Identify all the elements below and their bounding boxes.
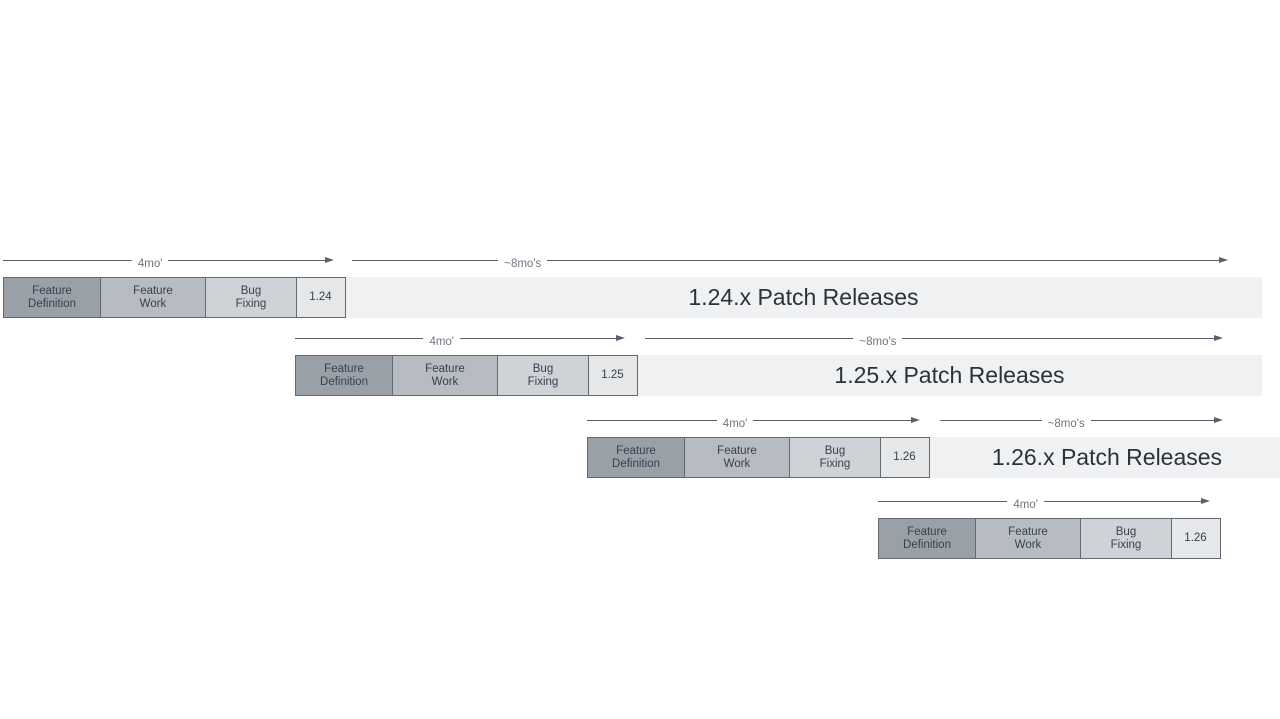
arrowhead-icon [1219, 257, 1228, 263]
phase-label: Feature Definition [28, 284, 76, 310]
phase-box-feature-definition: Feature Definition [878, 518, 976, 559]
arrow-line [168, 259, 326, 261]
arrowhead-icon [1214, 417, 1223, 423]
arrow-line [753, 419, 912, 421]
arrow-line [940, 419, 1042, 421]
arrow-line [587, 419, 717, 421]
patch-releases-label: 1.26.x Patch Releases [991, 444, 1223, 470]
duration-label-4mo: 4mo' [722, 418, 748, 430]
phase-label: Bug Fixing [819, 444, 851, 470]
arrow-line [460, 337, 617, 339]
phase-box-feature-definition: Feature Definition [295, 355, 393, 396]
version-box: 1.24 [295, 277, 346, 318]
arrow-line [1043, 500, 1202, 502]
phase-label: Feature Work [1008, 525, 1048, 551]
phase-label: Bug Fixing [527, 362, 559, 388]
timeline-arrow-8mo: ~8mo's [645, 329, 1223, 348]
timeline-arrow-4mo: 4mo' [878, 492, 1210, 511]
phase-label: Feature Definition [903, 525, 951, 551]
phase-box-feature-definition: Feature Definition [587, 437, 685, 478]
version-label: 1.26 [893, 451, 916, 463]
phase-label: Feature Work [133, 284, 173, 310]
phase-label: Feature Work [717, 444, 757, 470]
arrowhead-icon [1201, 498, 1210, 504]
timeline-arrow-4mo: 4mo' [587, 411, 920, 430]
timeline-arrow-4mo: 4mo' [3, 251, 334, 270]
phase-box-bug-fixing: Bug Fixing [205, 277, 297, 318]
arrow-line [295, 337, 424, 339]
phase-box-feature-work: Feature Work [391, 355, 499, 396]
patch-releases-label: 1.25.x Patch Releases [834, 362, 1065, 388]
phase-box-bug-fixing: Bug Fixing [1080, 518, 1172, 559]
release-phases-strip: Feature Definition Feature Work Bug Fixi… [295, 355, 1262, 396]
arrowhead-icon [1214, 335, 1223, 341]
duration-label-4mo: 4mo' [1013, 499, 1038, 511]
arrow-line [3, 259, 132, 261]
phase-box-feature-work: Feature Work [683, 437, 791, 478]
patch-releases-bar: 1.24.x Patch Releases [345, 277, 1262, 318]
duration-label-4mo: 4mo' [137, 258, 163, 270]
duration-label-8mo: ~8mo's [504, 258, 542, 270]
duration-label-4mo: 4mo' [429, 336, 455, 348]
patch-releases-label: 1.24.x Patch Releases [688, 284, 919, 310]
release-phases-strip: Feature Definition Feature Work Bug Fixi… [587, 437, 1280, 478]
phase-box-feature-work: Feature Work [974, 518, 1082, 559]
phase-label: Bug Fixing [235, 284, 267, 310]
duration-label-8mo: ~8mo's [1047, 418, 1085, 430]
version-label: 1.26 [1184, 532, 1207, 544]
arrowhead-icon [325, 257, 334, 263]
arrow-line [902, 337, 1215, 339]
version-box: 1.26 [879, 437, 930, 478]
phase-box-bug-fixing: Bug Fixing [789, 437, 881, 478]
arrowhead-icon [911, 417, 920, 423]
arrow-line [352, 259, 499, 261]
phase-box-feature-definition: Feature Definition [3, 277, 101, 318]
version-box: 1.26 [1170, 518, 1221, 559]
release-phases-strip: Feature Definition Feature Work Bug Fixi… [878, 518, 1221, 559]
phase-box-feature-work: Feature Work [99, 277, 207, 318]
timeline-arrow-4mo: 4mo' [295, 329, 625, 348]
arrow-line [878, 500, 1008, 502]
patch-releases-bar: 1.26.x Patch Releases [929, 437, 1280, 478]
phase-label: Feature Work [425, 362, 465, 388]
version-box: 1.25 [587, 355, 638, 396]
arrow-line [1090, 419, 1215, 421]
version-label: 1.25 [601, 369, 624, 381]
arrowhead-icon [616, 335, 625, 341]
duration-label-8mo: ~8mo's [859, 336, 897, 348]
arrow-line [645, 337, 854, 339]
phase-label: Feature Definition [612, 444, 660, 470]
timeline-arrow-8mo: ~8mo's [352, 251, 1228, 270]
phase-label: Feature Definition [320, 362, 368, 388]
patch-releases-bar: 1.25.x Patch Releases [637, 355, 1262, 396]
arrow-line [547, 259, 1220, 261]
version-label: 1.24 [309, 291, 332, 303]
timeline-arrow-8mo: ~8mo's [940, 411, 1223, 430]
phase-label: Bug Fixing [1110, 525, 1142, 551]
release-phases-strip: Feature Definition Feature Work Bug Fixi… [3, 277, 1262, 318]
phase-box-bug-fixing: Bug Fixing [497, 355, 589, 396]
